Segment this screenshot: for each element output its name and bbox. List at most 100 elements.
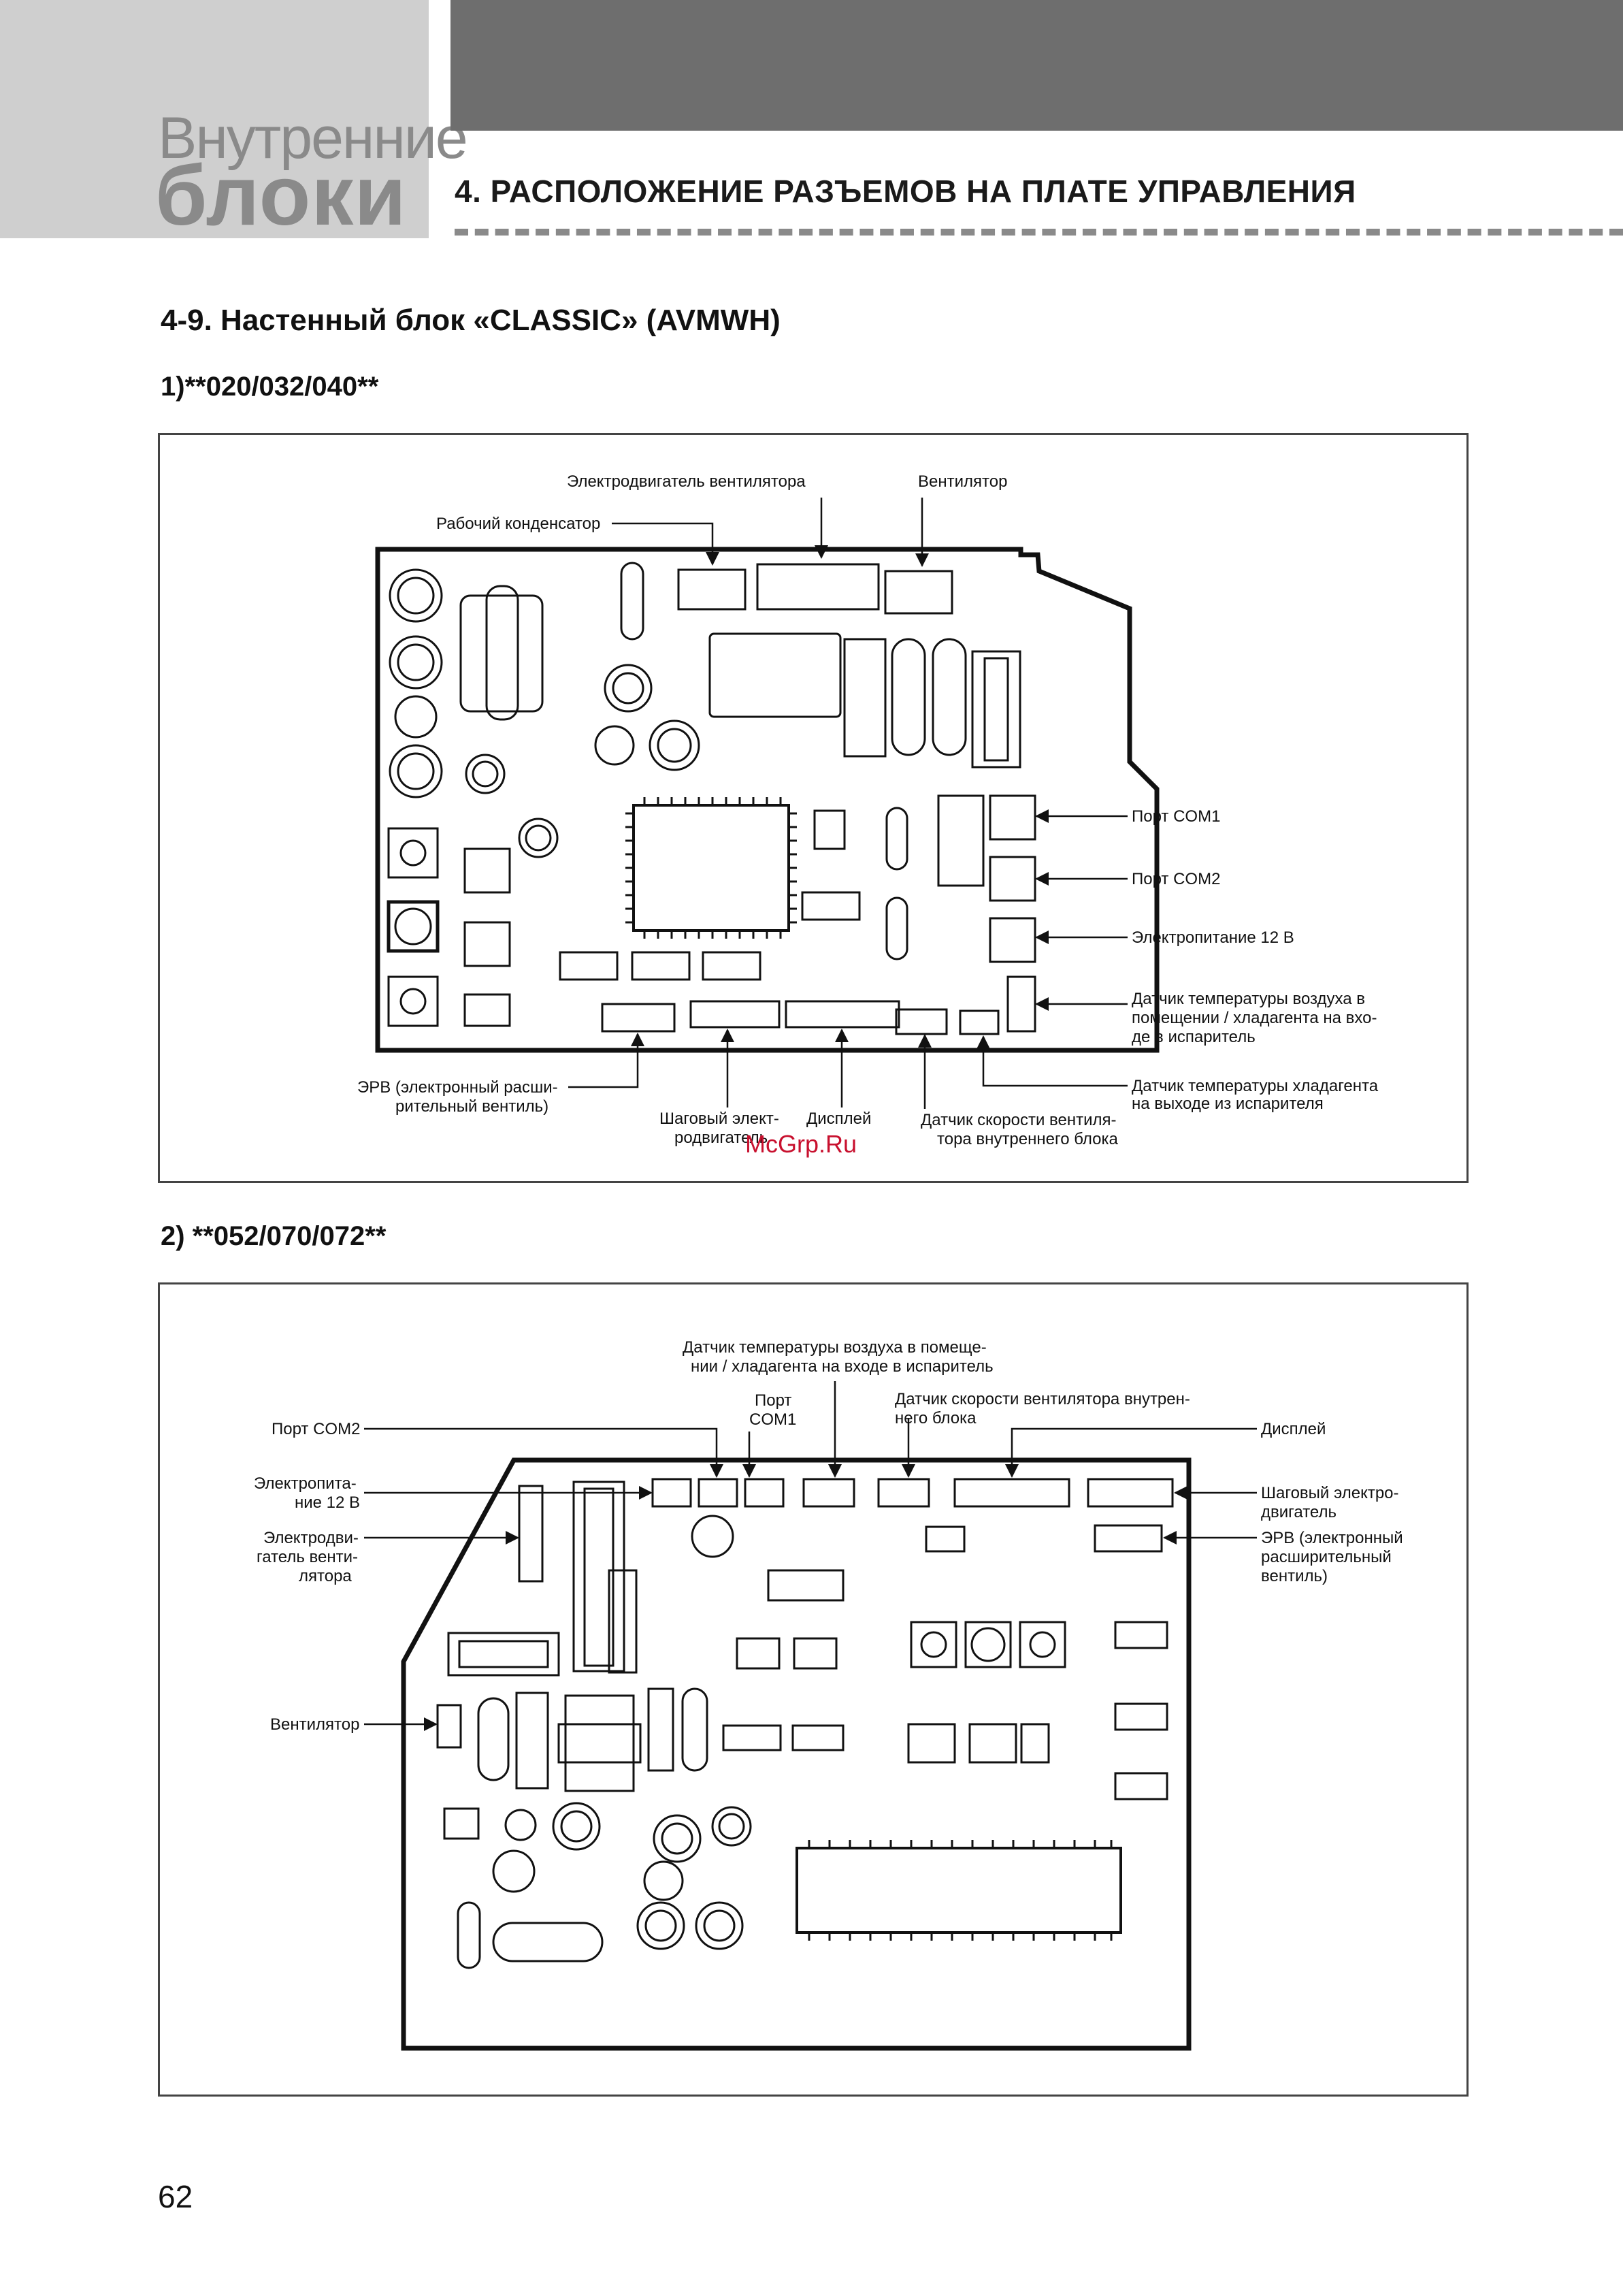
connector [698,1478,738,1508]
chip [793,1637,838,1670]
capacitor [465,754,506,794]
label-fan: Вентилятор [918,472,1007,491]
label-fan-motor-3: лятора [299,1567,352,1585]
label-eev-3: вентиль) [1261,1567,1328,1585]
connector [989,917,1036,963]
rotary-switch [1019,1621,1066,1668]
diagram2-frame: Датчик температуры воздуха в помеще- нии… [158,1282,1469,2097]
connector [895,1008,948,1035]
connector [884,570,953,615]
chip [1114,1772,1168,1800]
label-air-temp-2: помещении / хладагента на вхо- [1132,1009,1377,1027]
rotary-switch [964,1621,1012,1668]
section-tab-word-2: блоки [155,149,407,243]
connector [651,1478,692,1508]
connector [785,1000,900,1029]
component [681,1687,708,1772]
section-tab [0,0,429,238]
label-air-temp-1: Датчик температуры воздуха в помеще- [683,1338,987,1357]
label-com2: Порт COM2 [272,1420,360,1438]
chip [801,891,861,921]
connector [953,1478,1070,1508]
label-eev-2: расширительный [1261,1548,1392,1566]
chip [736,1637,781,1670]
capacitor [394,695,438,739]
label-air-temp-2: нии / хладагента на входе в испаритель [691,1357,994,1376]
label-power-1: Электропита- [254,1474,357,1493]
label-fan-speed-1: Датчик скорости вентилятора внутрен- [895,1390,1190,1408]
rotary-switch [387,975,439,1027]
chip [443,1807,480,1840]
label-eev-2: рительный вентиль) [395,1097,548,1116]
chip [1114,1702,1168,1731]
capacitor [636,1901,685,1950]
label-fan-motor-2: гатель венти- [257,1548,358,1566]
label-fan-speed-2: тора внутреннего блока [937,1130,1119,1148]
chip [559,951,619,981]
label-fan-speed-1: Датчик скорости вентиля- [921,1111,1117,1129]
label-eev-1: ЭРВ (электронный расши- [357,1078,558,1097]
component [647,1687,674,1772]
connector [989,794,1036,841]
capacitor [389,635,443,690]
capacitor [643,1860,684,1901]
component [477,1697,510,1781]
pcb-board [375,547,1160,1053]
label-out-temp-2: на выходе из испарителя [1132,1095,1324,1113]
component [937,794,985,887]
dip-switch [968,1723,1017,1764]
component [885,896,908,960]
capacitor [552,1802,601,1851]
dip-switch [907,1723,956,1764]
label-com2: Порт COM2 [1132,870,1220,888]
connector [677,568,747,611]
label-power-2: ние 12 В [295,1493,360,1512]
diagram1-board-svg: Электродвигатель вентилятора Вентилятор … [357,472,1379,1148]
relay [447,1632,560,1677]
section-title: 4-9. Настенный блок «CLASSIC» (AVMWH) [161,304,781,337]
chip [722,1724,782,1751]
connector [1087,1478,1174,1508]
capacitor [711,1806,752,1847]
capacitor [504,1809,537,1841]
header-bar [450,0,1623,131]
label-display: Дисплей [806,1110,871,1128]
component [932,638,967,756]
label-power12: Электропитание 12 В [1132,928,1294,947]
label-stepper-1: Шаговый электро- [1261,1484,1399,1502]
connector [925,1525,966,1553]
chip [702,951,761,981]
label-fan: Вентилятор [270,1715,359,1734]
label-air-temp-3: де в испаритель [1132,1028,1256,1046]
diagram2-subtitle: 2) **052/070/072** [161,1221,387,1251]
component [457,1901,481,1969]
connector [989,856,1036,902]
chip [813,809,846,850]
label-eev-1: ЭРВ (электронный [1261,1529,1403,1547]
capacitor [594,725,635,766]
watermark: McGrp.Ru [745,1130,857,1158]
microcontroller [632,804,790,932]
dip-switch [1020,1723,1050,1764]
component [572,1481,625,1672]
rotary-switch [910,1621,957,1668]
transformer [564,1694,635,1792]
label-com1-2: COM1 [749,1410,796,1429]
rotary-switch [387,827,439,879]
capacitor [649,719,700,771]
chip [767,1569,845,1602]
component [891,638,926,756]
label-display: Дисплей [1261,1420,1326,1438]
connector [744,1478,785,1508]
diagram2-board-svg: Датчик температуры воздуха в помеще- нии… [254,1338,1403,2051]
label-stepper-2: двигатель [1261,1503,1337,1521]
connector [1006,975,1036,1033]
dip-switch [463,993,511,1027]
page-number: 62 [158,2179,193,2214]
transformer [492,1922,604,1962]
connector [436,1704,462,1749]
pcb-board [401,1457,1192,2051]
label-fan-speed-2: него блока [895,1409,977,1427]
capacitor [691,1515,734,1558]
diagram1-subtitle: 1)**020/032/040** [161,372,379,402]
